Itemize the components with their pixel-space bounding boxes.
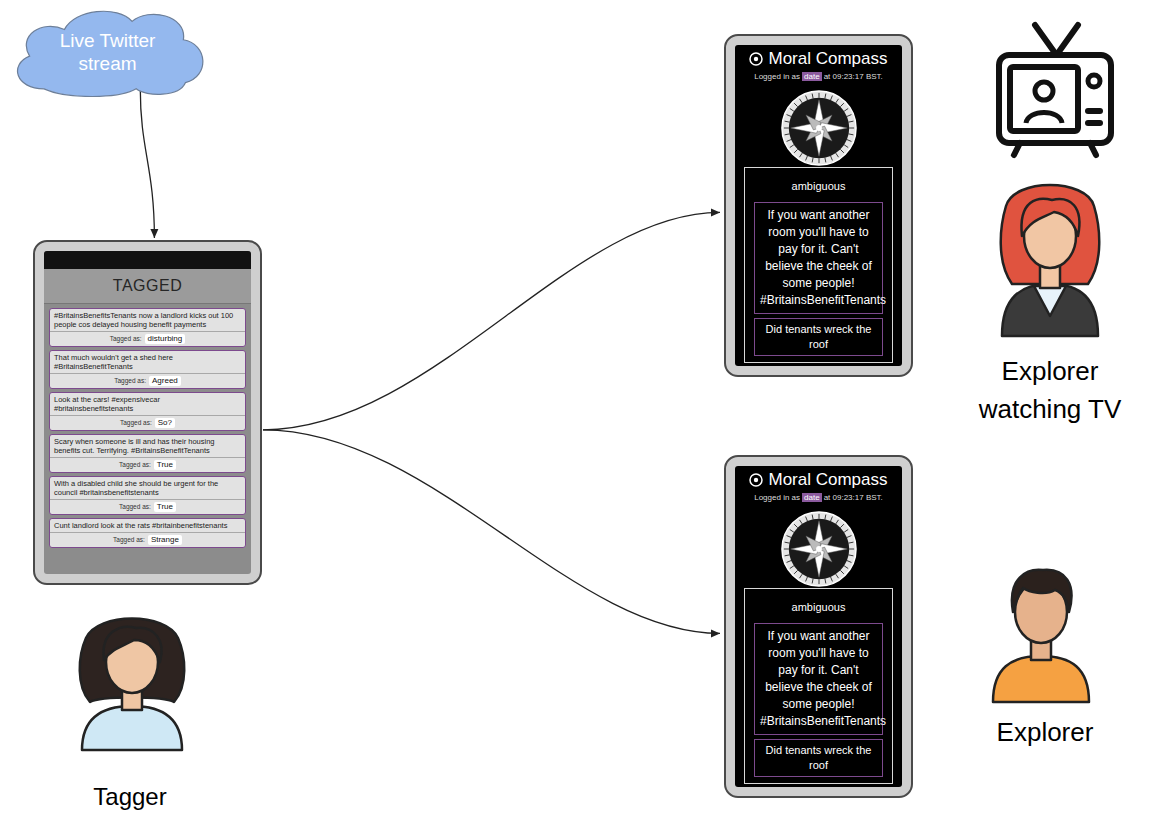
panel-heading: ambiguous <box>754 180 883 192</box>
cloud-text-wrap: Live Twitter stream <box>5 5 210 97</box>
tweet-text: If you want another room you'll have to … <box>760 207 877 309</box>
tag-caption: Tagged as: <box>119 503 151 510</box>
tag-caption: Tagged as: <box>114 377 146 384</box>
app-title-row: Moral Compass <box>735 45 902 69</box>
tweet-box: Did tenants wreck the roof <box>754 318 883 356</box>
tag-caption: Tagged as: <box>110 335 142 342</box>
tv-icon <box>990 15 1120 160</box>
tag-caption: Tagged as: <box>113 536 145 543</box>
tag-value: Strange <box>148 535 182 545</box>
app-title-row: Moral Compass <box>735 466 902 490</box>
tweet-text: #BritainsBenefitsTenants now a landlord … <box>50 309 245 331</box>
login-time: at 09:23:17 BST. <box>824 493 883 502</box>
tweet-box: If you want another room you'll have to … <box>754 623 883 735</box>
compass-logo <box>780 510 858 588</box>
tag-caption: Tagged as: <box>119 461 151 468</box>
source-label: Live Twitter stream <box>39 29 176 75</box>
tweet-text: Look at the cars! #expensivecar #britain… <box>50 393 245 415</box>
tag-row: Tagged as:True <box>50 457 245 472</box>
tag-value: So? <box>155 418 175 428</box>
tag-row: Tagged as:disturbing <box>50 331 245 346</box>
login-user: date <box>802 72 822 81</box>
tweet-panel: ambiguous If you want another room you'll… <box>744 588 893 784</box>
tag-row: Tagged as:Strange <box>50 532 245 547</box>
phone-screen: TAGGED #BritainsBenefitsTenants now a lan… <box>44 251 251 574</box>
tagged-tweet: With a disabled child she should be urge… <box>49 476 246 515</box>
app-icon <box>749 52 763 66</box>
explorer-man-icon <box>985 556 1097 704</box>
tag-row: Tagged as:True <box>50 499 245 514</box>
tweet-box: Did tenants wreck the roof <box>754 739 883 777</box>
panel-heading: ambiguous <box>754 601 883 613</box>
tweet-text: Did tenants wreck the roof <box>759 322 878 352</box>
person-label: Explorer watching TV <box>975 352 1125 428</box>
tweet-text: That much wouldn't get a shed here #Brit… <box>50 351 245 373</box>
explorer-phone: Moral CompassLogged in asdateat 09:23:17… <box>724 455 913 798</box>
login-time: at 09:23:17 BST. <box>824 72 883 81</box>
flow-connector <box>263 212 720 429</box>
tag-value: True <box>154 502 176 512</box>
phone-screen: Moral CompassLogged in asdateat 09:23:17… <box>735 466 902 787</box>
compass-logo <box>780 89 858 167</box>
screen-heading: TAGGED <box>44 269 251 304</box>
tweet-panel: ambiguous If you want another room you'll… <box>744 167 893 363</box>
phone-screen: Moral CompassLogged in asdateat 09:23:17… <box>735 45 902 366</box>
person-label: Tagger <box>60 782 200 812</box>
tagged-tweet: That much wouldn't get a shed here #Brit… <box>49 350 246 389</box>
explorer-woman-icon <box>990 166 1110 338</box>
tag-row: Tagged as:Agreed <box>50 373 245 388</box>
person-label: Explorer <box>965 716 1125 748</box>
tagged-tweet: #BritainsBenefitsTenants now a landlord … <box>49 308 246 347</box>
app-title: Moral Compass <box>768 49 887 69</box>
tweet-text: With a disabled child she should be urge… <box>50 477 245 499</box>
tweet-text: Scary when someone is ill and has their … <box>50 435 245 457</box>
explorer-phone: Moral CompassLogged in asdateat 09:23:17… <box>724 34 913 377</box>
tagged-tweet: Cunt landlord look at the rats #britainb… <box>49 518 246 548</box>
tagged-list: #BritainsBenefitsTenants now a landlord … <box>44 304 251 548</box>
login-prefix: Logged in as <box>754 493 800 502</box>
login-line: Logged in asdateat 09:23:17 BST. <box>735 71 902 83</box>
tag-value: disturbing <box>145 334 186 344</box>
tag-value: True <box>154 460 176 470</box>
tagger-phone: TAGGED #BritainsBenefitsTenants now a lan… <box>33 240 262 585</box>
flow-connector <box>140 90 154 238</box>
tagged-tweet: Look at the cars! #expensivecar #britain… <box>49 392 246 431</box>
app-title: Moral Compass <box>768 470 887 490</box>
tweet-text: If you want another room you'll have to … <box>760 628 877 730</box>
status-strip <box>44 251 251 269</box>
tag-row: Tagged as:So? <box>50 415 245 430</box>
tweet-box: If you want another room you'll have to … <box>754 202 883 314</box>
tweet-text: Did tenants wreck the roof <box>759 743 878 773</box>
source-cloud: Live Twitter stream <box>5 5 210 97</box>
login-user: date <box>802 493 822 502</box>
tag-value: Agreed <box>149 376 181 386</box>
app-icon <box>749 473 763 487</box>
tweet-text: Cunt landlord look at the rats #britainb… <box>50 519 245 532</box>
login-line: Logged in asdateat 09:23:17 BST. <box>735 492 902 504</box>
flow-connector <box>263 430 720 634</box>
tagger-woman-icon <box>72 606 192 752</box>
tag-caption: Tagged as: <box>120 419 152 426</box>
tagged-tweet: Scary when someone is ill and has their … <box>49 434 246 473</box>
login-prefix: Logged in as <box>754 72 800 81</box>
